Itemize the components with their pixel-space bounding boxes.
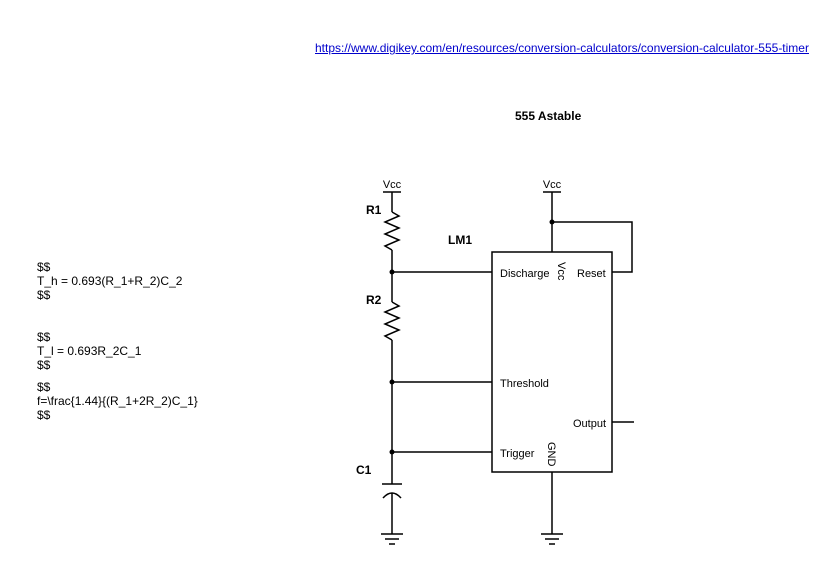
- r1-label: R1: [366, 203, 382, 217]
- pin-threshold-label: Threshold: [500, 378, 549, 390]
- r2-label: R2: [366, 293, 382, 307]
- junction-dot: [549, 219, 555, 225]
- ic-name-label: LM1: [448, 233, 472, 247]
- formula-high-time: $$ T_h = 0.693(R_1+R_2)C_2 $$: [37, 260, 182, 302]
- digikey-calculator-link[interactable]: https://www.digikey.com/en/resources/con…: [315, 41, 809, 55]
- pin-vcc-label: Vcc: [555, 262, 567, 281]
- formula-close: $$: [37, 408, 51, 422]
- formula-body: T_l = 0.693R_2C_1: [37, 344, 142, 358]
- c1-label: C1: [356, 463, 372, 477]
- r1-resistor: [383, 211, 401, 251]
- pin-trigger-label: Trigger: [500, 448, 535, 460]
- formula-body: f=\frac{1.44}{(R_1+2R_2)C_1}: [37, 394, 198, 408]
- formula-open: $$: [37, 260, 51, 274]
- ic-body: [491, 251, 613, 473]
- formula-close: $$: [37, 288, 51, 302]
- formula-frequency: $$ f=\frac{1.44}{(R_1+2R_2)C_1} $$: [37, 380, 198, 422]
- junction-dot: [389, 449, 395, 455]
- junction-dot: [389, 379, 395, 385]
- vcc-left-label: Vcc: [383, 179, 402, 191]
- pin-gnd-label: GND: [545, 442, 557, 467]
- vcc-right-label: Vcc: [543, 179, 562, 191]
- pin-reset-label: Reset: [577, 268, 606, 280]
- r2-resistor: [383, 301, 401, 341]
- formula-low-time: $$ T_l = 0.693R_2C_1 $$: [37, 330, 141, 372]
- wire-reset-loop: [552, 221, 633, 273]
- junction-dot: [389, 269, 395, 275]
- formula-open: $$: [37, 380, 51, 394]
- diagram-title: 555 Astable: [515, 109, 582, 123]
- pin-output-label: Output: [573, 418, 606, 430]
- formula-open: $$: [37, 330, 51, 344]
- pin-discharge-label: Discharge: [500, 268, 550, 280]
- formula-close: $$: [37, 358, 51, 372]
- formula-body: T_h = 0.693(R_1+R_2)C_2: [37, 274, 183, 288]
